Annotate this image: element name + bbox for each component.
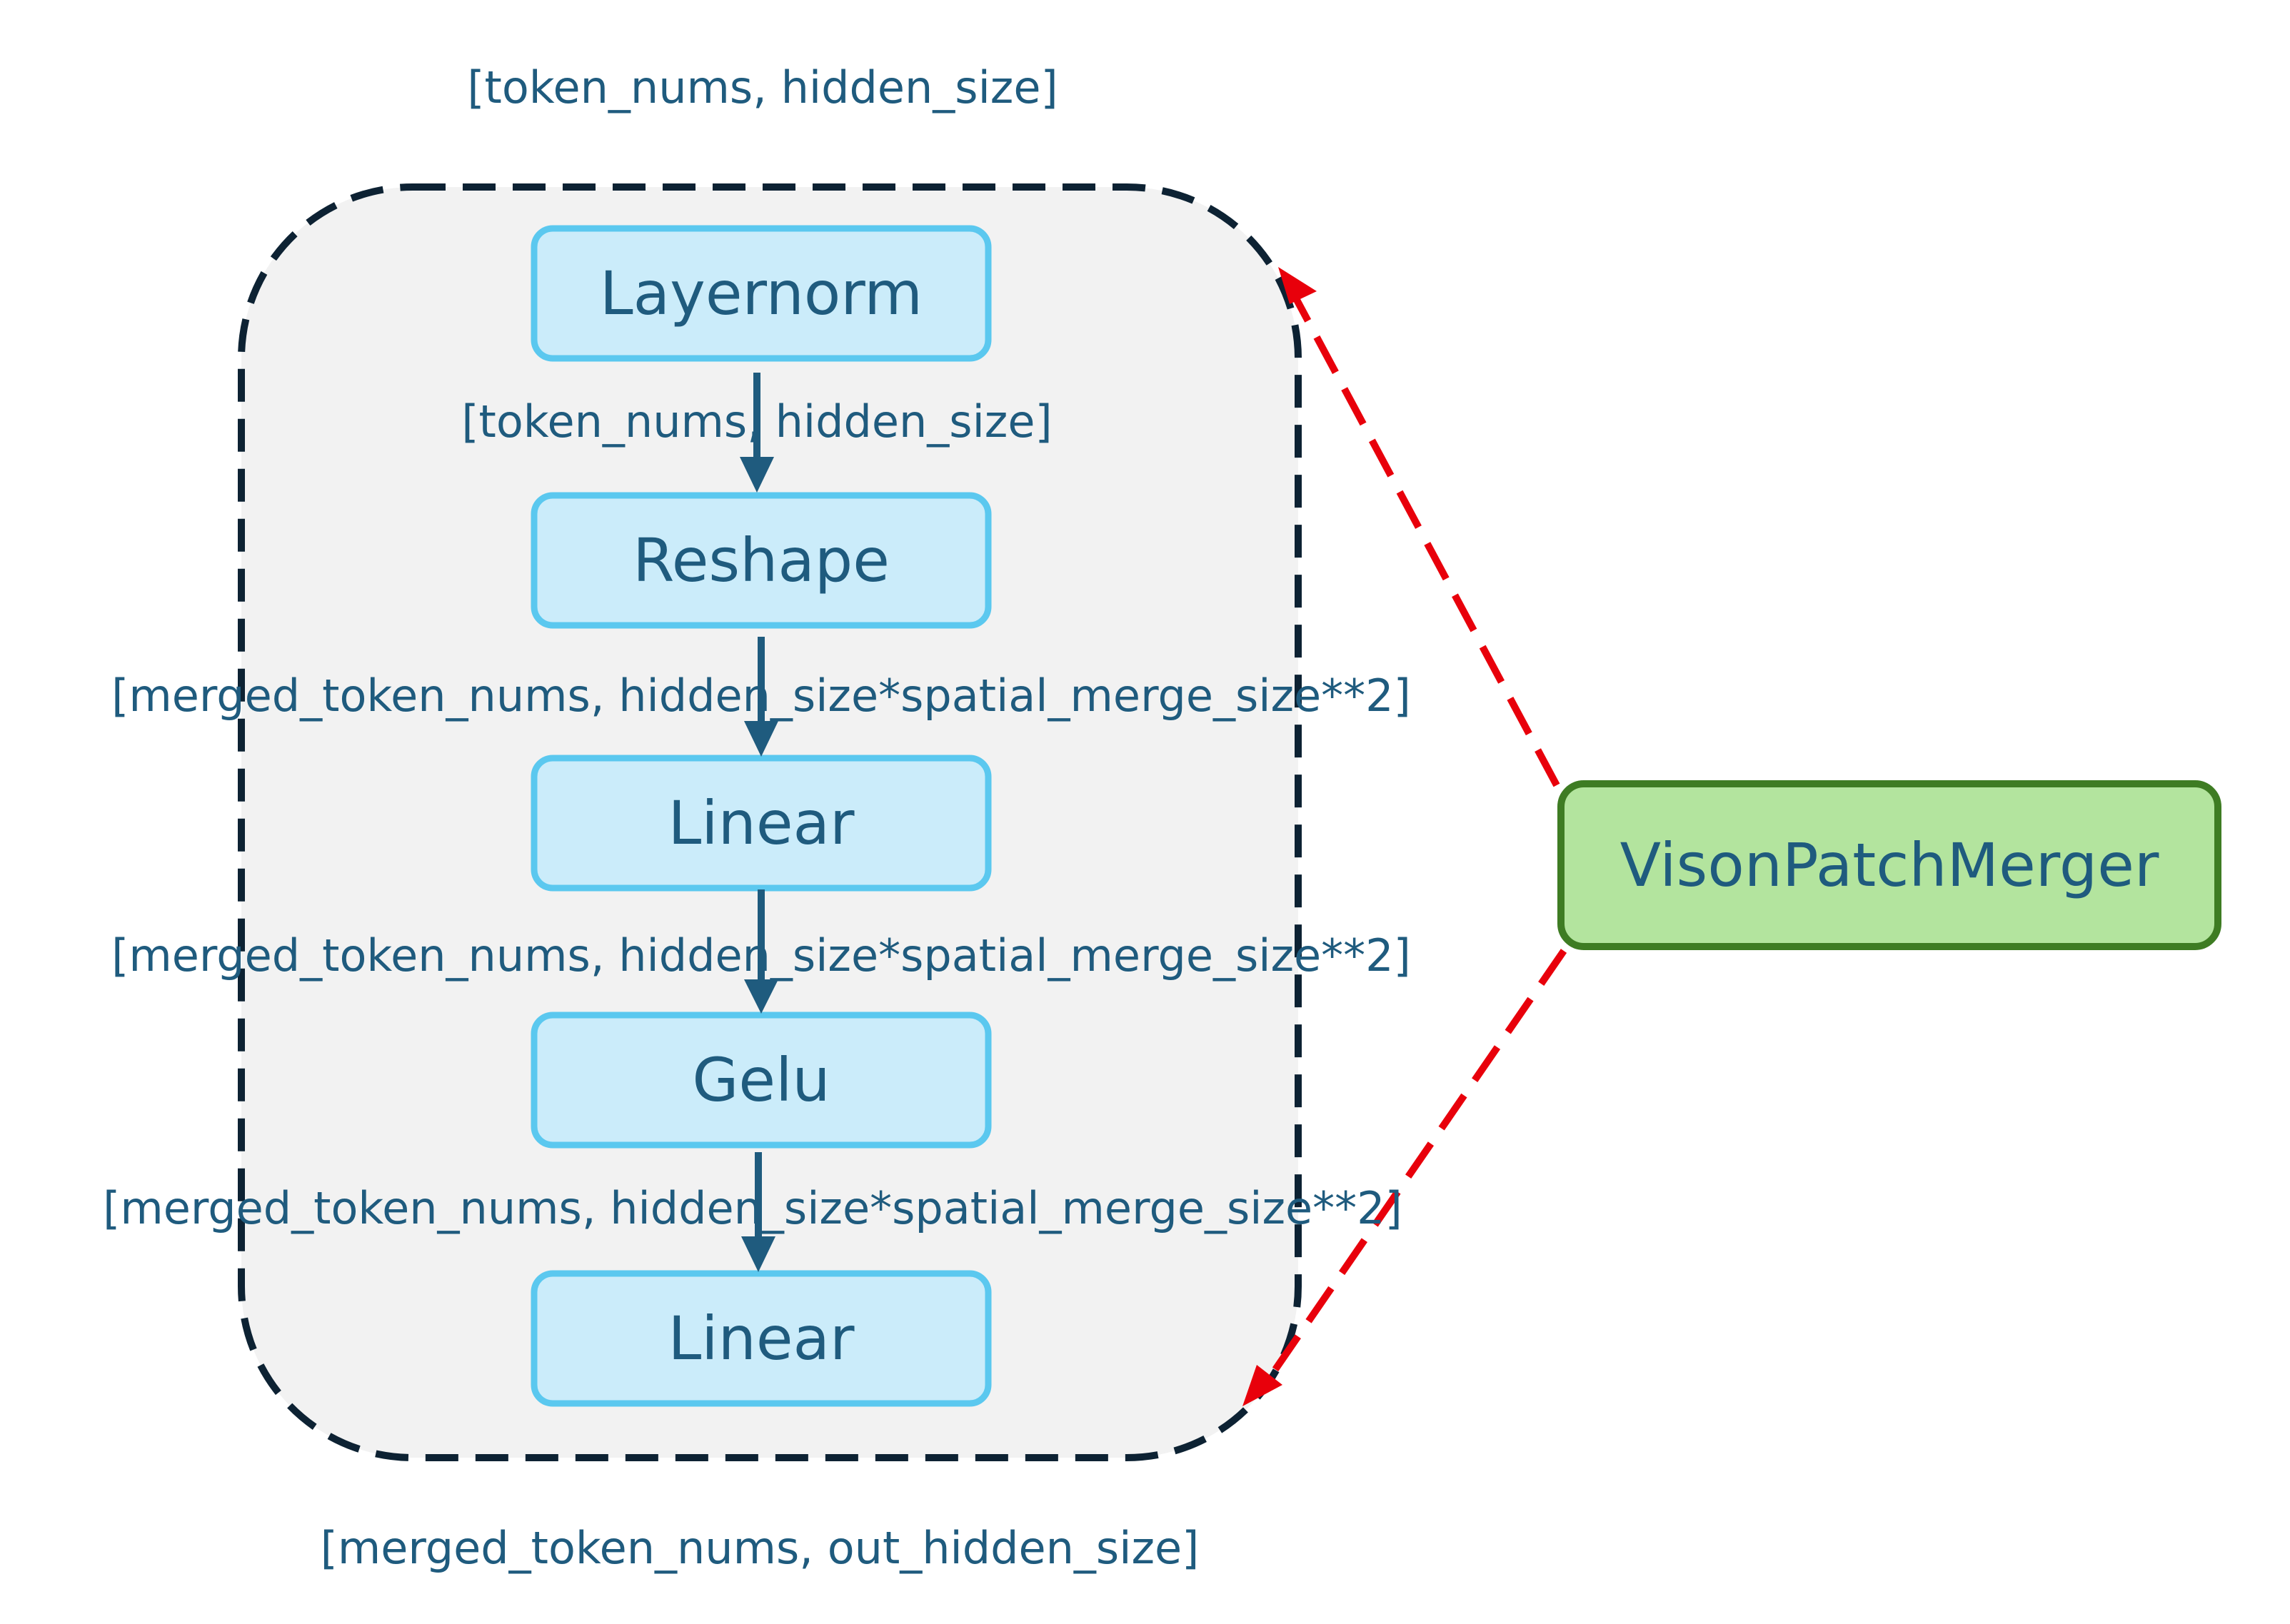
edge-dim-label-3: [merged_token_nums, hidden_size*spatial_… [111, 929, 1411, 982]
edge-dim-label-1: [token_nums, hidden_size] [461, 395, 1053, 448]
layer-label-gelu: Gelu [692, 1045, 830, 1115]
layer-label-linear-2: Linear [668, 1303, 855, 1373]
dashed-arrowhead-bottom [1242, 1365, 1282, 1406]
layer-box-reshape[interactable] [531, 492, 992, 629]
arrowhead-gelu-to-linear [741, 1236, 775, 1272]
output-dim-label: [merged_token_nums, out_hidden_size] [320, 1522, 1200, 1574]
edge-dim-label-2: [merged_token_nums, hidden_size*spatial_… [111, 670, 1411, 722]
layer-label-layernorm: Layernorm [599, 258, 923, 328]
layer-box-linear-1[interactable] [531, 755, 992, 892]
input-dim-label: [token_nums, hidden_size] [467, 61, 1058, 114]
layer-box-layernorm[interactable] [531, 225, 992, 362]
module-label: VisonPatchMerger [1619, 830, 2159, 900]
arrowhead-layernorm-to-reshape [740, 457, 774, 493]
arrowhead-linear-to-gelu [744, 979, 778, 1014]
module-box[interactable] [1557, 780, 2221, 950]
layer-box-linear-2[interactable] [531, 1270, 992, 1407]
edge-dim-label-4: [merged_token_nums, hidden_size*spatial_… [103, 1182, 1402, 1234]
dashed-arrow-to-container-top [1293, 298, 1560, 787]
layer-label-reshape: Reshape [633, 525, 890, 595]
layer-box-gelu[interactable] [531, 1012, 992, 1149]
arrowhead-reshape-to-linear [744, 721, 778, 757]
dashed-arrowhead-top [1278, 267, 1317, 304]
layer-label-linear-1: Linear [668, 788, 855, 858]
dashed-arrow-to-container-bottom [1266, 949, 1567, 1380]
